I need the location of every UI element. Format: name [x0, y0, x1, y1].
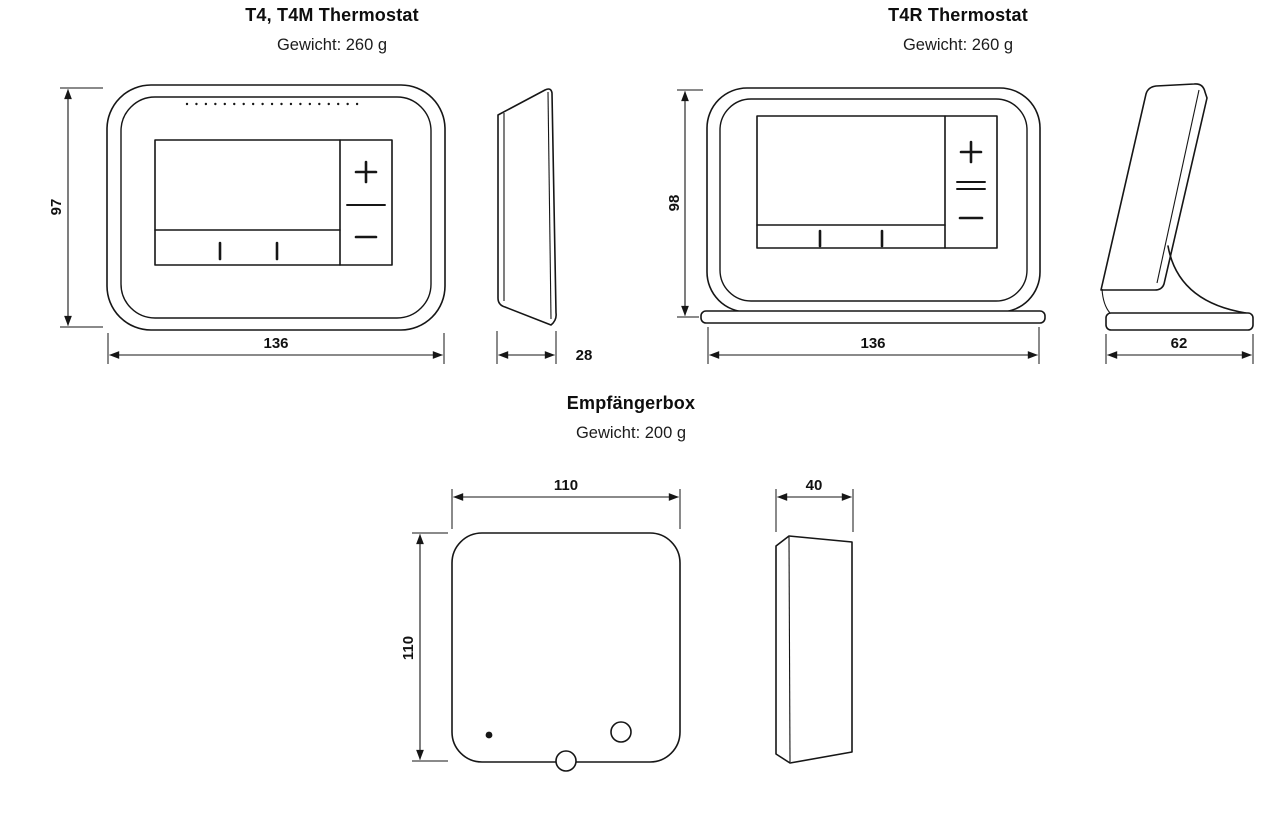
plus-icon	[959, 140, 983, 164]
t4-side-back-line	[547, 91, 552, 320]
receiver-side-dimensions: 40	[775, 477, 854, 532]
t4r-side-view	[1100, 83, 1254, 331]
t4-screen	[154, 139, 393, 266]
t4r-screen	[756, 115, 998, 249]
t4-side-view	[497, 88, 557, 326]
t4r-side-bottom-curve	[1101, 288, 1111, 314]
receiver-button-circle	[610, 721, 632, 743]
t4r-stand-support-curve	[1167, 245, 1247, 314]
receiver-box-outline	[451, 532, 681, 763]
receiver-led-dot	[485, 731, 493, 739]
receiver-title: Empfängerbox	[566, 393, 696, 413]
t4r-front-view	[700, 87, 1046, 324]
t4r-side-thickness-line	[1156, 89, 1200, 284]
t4r-weight: Gewicht: 260 g	[902, 36, 1014, 54]
receiver-caption: Empfängerbox Gewicht: 200 g	[431, 393, 831, 443]
receiver-weight: Gewicht: 200 g	[575, 424, 687, 442]
t4-case-outline	[106, 84, 446, 331]
t4r-middle-button-lines	[956, 181, 986, 190]
receiver-depth-label: 40	[806, 477, 823, 494]
receiver-front-dimensions: 110 110	[400, 477, 681, 762]
t4r-case-inner-outline	[719, 98, 1028, 302]
t4-weight: Gewicht: 260 g	[276, 36, 388, 54]
t4r-title: T4R Thermostat	[888, 5, 1028, 25]
t4r-depth-label: 62	[1171, 335, 1188, 352]
t4-side-dimensions: 28	[496, 331, 593, 364]
t4-title: T4, T4M Thermostat	[245, 5, 419, 25]
t4-height-label: 97	[48, 199, 65, 216]
receiver-bottom-grommet	[555, 750, 577, 772]
receiver-width-label: 110	[554, 477, 578, 494]
t4-side-profile	[497, 88, 557, 326]
t4r-height-label: 98	[666, 195, 683, 212]
t4r-width-label: 136	[860, 335, 885, 352]
t4-width-label: 136	[263, 335, 288, 352]
t4-depth-label: 28	[576, 347, 593, 364]
receiver-side-view	[775, 535, 853, 764]
receiver-front-view	[451, 532, 681, 772]
t4-caption: T4, T4M Thermostat Gewicht: 260 g	[132, 5, 532, 55]
t4-front-view	[106, 84, 446, 331]
t4r-side-body	[1100, 83, 1208, 291]
t4-front-dimensions: 97 136	[48, 87, 445, 364]
t4r-side-dimensions: 62	[1105, 334, 1254, 364]
t4r-stand-strip	[700, 310, 1046, 324]
t4r-stand-base	[1105, 312, 1254, 331]
receiver-height-label: 110	[400, 636, 417, 660]
receiver-side-outline	[775, 535, 853, 764]
t4r-front-dimensions: 98 136	[666, 89, 1040, 364]
t4r-caption: T4R Thermostat Gewicht: 260 g	[758, 5, 1158, 55]
receiver-side-edge-line	[788, 536, 791, 763]
plus-icon	[354, 160, 378, 184]
t4-case-inner-outline	[120, 96, 432, 319]
